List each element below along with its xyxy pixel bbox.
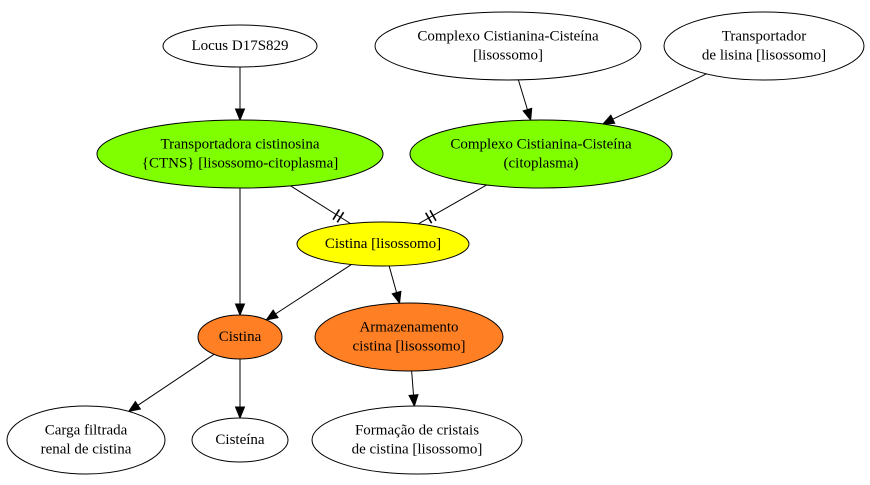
node-armazenamento: Armazenamento cistina [lisossomo]: [314, 302, 504, 372]
node-label: Complexo Cistianina-Cisteína: [417, 29, 599, 45]
node-ctns: Transportadora cistinosina {CTNS} [lisoss…: [96, 119, 384, 189]
node-label: cistina [lisossomo]: [353, 339, 466, 355]
node-label: Cistina [lisossomo]: [325, 236, 441, 252]
node-locus: Locus D17S829: [162, 24, 318, 68]
edge-cistina_lisossomo-to-cistina: [265, 264, 352, 321]
node-label: Complexo Cistianina-Cisteína: [450, 137, 632, 153]
node-label: Cistina: [219, 329, 262, 345]
node-ellipse: [296, 221, 470, 267]
node-ellipse: [374, 11, 642, 81]
node-ellipse: [6, 405, 166, 475]
node-complexo_citoplasma: Complexo Cistianina-Cisteína (citoplasma): [409, 119, 673, 189]
inhibit-bar-2: [429, 209, 437, 222]
edge-cistina_lisossomo-to-armazenamento: [388, 265, 402, 305]
arrow-head: [408, 394, 419, 408]
node-ellipse: [663, 11, 865, 81]
arrow-head: [234, 303, 246, 317]
node-ellipse: [191, 417, 289, 463]
edge-line: [275, 264, 352, 315]
edge-line: [388, 265, 398, 293]
edge-complexo_citoplasma-to-cistina_lisossomo: [417, 184, 487, 225]
edges-layer: [127, 67, 707, 420]
edge-transportador_lisina-to-complexo_citoplasma: [601, 73, 707, 125]
node-ellipse: [96, 119, 384, 189]
edge-cistina-to-cisteina: [234, 359, 246, 420]
node-label: Carga filtrada: [45, 423, 128, 439]
node-formacao: Formação de cristais de cistina [lisossom…: [311, 405, 523, 475]
inhibit-bar-2: [332, 209, 341, 221]
edge-line: [612, 73, 707, 120]
edge-ctns-to-cistina_lisossomo: [290, 185, 351, 225]
node-ellipse: [197, 314, 283, 360]
node-label: Transportadora cistinosina: [160, 137, 319, 153]
node-label: de cistina [lisossomo]: [352, 442, 483, 458]
edge-complexo_lisossomo-to-complexo_citoplasma: [517, 79, 533, 122]
arrow-head: [522, 107, 533, 122]
arrow-head: [234, 108, 246, 122]
node-label: (citoplasma): [504, 156, 579, 172]
inhibit-bar-1: [336, 211, 345, 223]
edge-line: [417, 184, 487, 225]
node-carga: Carga filtrada renal de cistina: [6, 405, 166, 475]
node-label: Cisteína: [215, 432, 265, 448]
node-label: [lisossomo]: [473, 48, 543, 64]
node-ellipse: [311, 405, 523, 475]
node-cistina_lisossomo: Cistina [lisossomo]: [296, 221, 470, 267]
node-ellipse: [162, 24, 318, 68]
node-transportador_lisina: Transportador de lisina [lisossomo]: [663, 11, 865, 81]
arrow-head: [265, 309, 279, 321]
arrow-head: [127, 400, 142, 413]
node-ellipse: [409, 119, 673, 189]
arrow-head: [391, 290, 402, 305]
inhibit-bar-1: [424, 212, 433, 224]
node-label: Formação de cristais: [355, 423, 479, 439]
arrow-head: [601, 114, 616, 125]
node-label: renal de cistina: [41, 442, 132, 458]
node-complexo_lisossomo: Complexo Cistianina-Cisteína [lisossomo]: [374, 11, 642, 81]
node-label: Transportador: [722, 29, 806, 45]
edge-line: [517, 79, 528, 110]
node-cistina: Cistina: [197, 314, 283, 360]
edge-line: [137, 353, 215, 406]
edge-armazenamento-to-formacao: [408, 370, 419, 408]
edge-cistina-to-carga: [127, 353, 215, 413]
edge-ctns-to-cistina: [234, 188, 246, 317]
arrow-head: [234, 406, 246, 420]
edge-locus-to-ctns: [234, 67, 246, 122]
node-cisteina: Cisteína: [191, 417, 289, 463]
node-label: {CTNS} [lisossomo-citoplasma]: [142, 156, 338, 172]
node-label: de lisina [lisossomo]: [702, 48, 826, 64]
node-label: Armazenamento: [359, 320, 458, 336]
node-label: Locus D17S829: [191, 38, 288, 54]
node-ellipse: [314, 302, 504, 372]
edge-line: [411, 370, 415, 396]
edge-line: [290, 185, 351, 225]
